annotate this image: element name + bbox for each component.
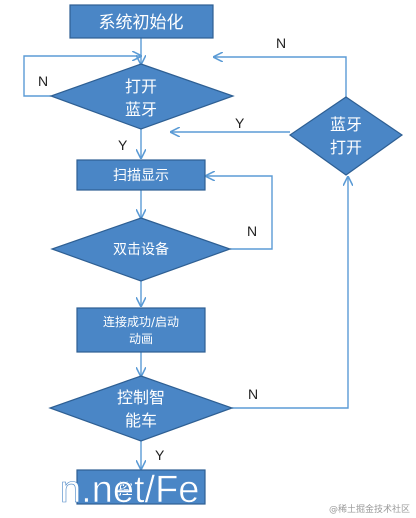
connectors — [23, 38, 348, 469]
node-control-question: 控制智 能车 — [48, 375, 234, 442]
node-double-click-label: 双击设备 — [113, 241, 169, 258]
node-last-label: 控 — [117, 480, 132, 498]
label-y-control: Y — [155, 447, 165, 463]
node-bt-open-question: 打开 蓝牙 — [49, 63, 235, 130]
watermark-credit: @稀土掘金技术社区 — [329, 503, 410, 515]
edge-dblq-no-loop — [206, 176, 273, 250]
process-box-init — [69, 4, 214, 39]
node-scan-label: 扫描显示 — [113, 168, 169, 184]
label-n-scan: N — [247, 223, 257, 239]
node-last-partial: 控 — [76, 469, 206, 505]
label-y-left: Y — [235, 115, 245, 131]
label-n-loop: N — [38, 73, 48, 89]
watermark-overlay: n.net/Fe — [60, 469, 199, 511]
node-connect-line1: 连接成功/启动 — [103, 314, 179, 329]
edge-btopen-to-top — [214, 57, 347, 97]
edge-btq-no-loop — [23, 56, 141, 97]
node-connect-success: 连接成功/启动 动画 — [76, 307, 206, 353]
node-bt-opened-line1: 蓝牙 — [330, 115, 362, 134]
label-n-control: N — [248, 386, 258, 402]
node-double-click-question: 双击设备 — [50, 217, 232, 282]
node-init: 系统初始化 — [69, 4, 214, 39]
node-connect-line2: 动画 — [129, 332, 153, 346]
node-bt-open-question-line1: 打开 — [125, 77, 157, 96]
node-control-line1: 控制智 — [117, 388, 165, 407]
label-n-top: N — [276, 35, 286, 51]
label-y-down: Y — [118, 137, 128, 153]
decision-diamond-bt-open — [49, 63, 235, 130]
node-init-label: 系统初始化 — [99, 13, 184, 33]
process-box-last — [76, 469, 206, 505]
node-bt-opened-line2: 打开 — [330, 138, 362, 157]
process-box-connect — [76, 307, 206, 353]
decision-diamond-control — [48, 375, 234, 442]
edge-ctrlq-no-to-btopen — [232, 177, 348, 409]
decision-diamond-bt-opened — [288, 96, 404, 176]
node-bt-opened: 蓝牙 打开 — [288, 96, 404, 176]
decision-diamond-double-click — [50, 217, 232, 282]
node-control-line2: 能车 — [125, 411, 157, 430]
node-scan: 扫描显示 — [76, 159, 206, 191]
node-bt-open-question-line2: 蓝牙 — [125, 100, 157, 119]
process-box-scan — [76, 159, 206, 191]
